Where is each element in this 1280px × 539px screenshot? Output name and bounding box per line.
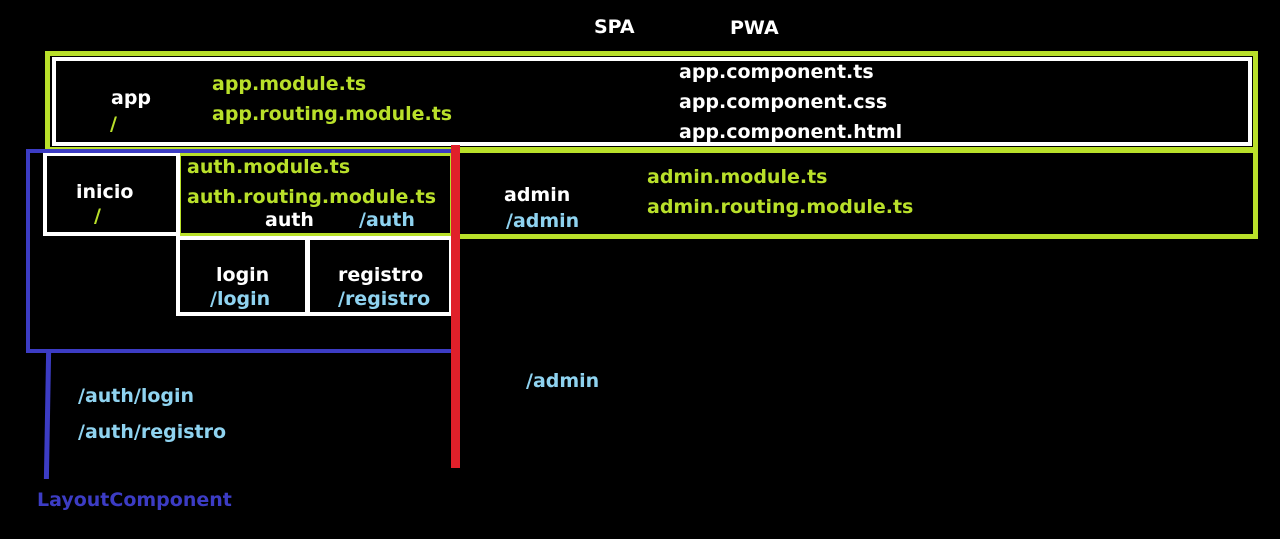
- login-route: /login: [210, 288, 271, 310]
- admin-label: admin: [504, 184, 571, 206]
- layout-connector-line: [43, 352, 52, 479]
- login-label: login: [216, 264, 270, 286]
- spa-label: SPA: [594, 16, 635, 38]
- red-divider-line: [451, 145, 460, 468]
- app-route: /: [110, 113, 117, 135]
- app-label: app: [111, 87, 152, 109]
- admin-module-file: admin.module.ts: [647, 166, 828, 188]
- inicio-label: inicio: [76, 181, 134, 203]
- inicio-route: /: [94, 205, 101, 227]
- registro-route: /registro: [338, 288, 431, 310]
- registro-label: registro: [338, 264, 424, 286]
- auth-module-file: auth.module.ts: [187, 156, 351, 178]
- admin-route: /admin: [506, 210, 580, 232]
- app-component-frame: [52, 57, 1252, 146]
- app-module-file: app.module.ts: [212, 73, 367, 95]
- admin-module-frame: [454, 148, 1258, 239]
- auth-login-full-route: /auth/login: [78, 385, 195, 407]
- app-routing-module-file: app.routing.module.ts: [212, 103, 453, 125]
- auth-routing-module-file: auth.routing.module.ts: [187, 186, 437, 208]
- app-component-css-file: app.component.css: [679, 91, 888, 113]
- app-component-html-file: app.component.html: [679, 121, 903, 143]
- auth-route: /auth: [359, 209, 415, 231]
- admin-route-lower: /admin: [526, 370, 600, 392]
- auth-registro-full-route: /auth/registro: [78, 421, 227, 443]
- admin-routing-module-file: admin.routing.module.ts: [647, 196, 914, 218]
- layout-component-label: LayoutComponent: [37, 489, 232, 511]
- layout-component-frame: [26, 149, 457, 353]
- inicio-box: [43, 152, 180, 236]
- pwa-label: PWA: [730, 17, 779, 39]
- auth-label: auth: [265, 209, 314, 231]
- app-component-ts-file: app.component.ts: [679, 61, 874, 83]
